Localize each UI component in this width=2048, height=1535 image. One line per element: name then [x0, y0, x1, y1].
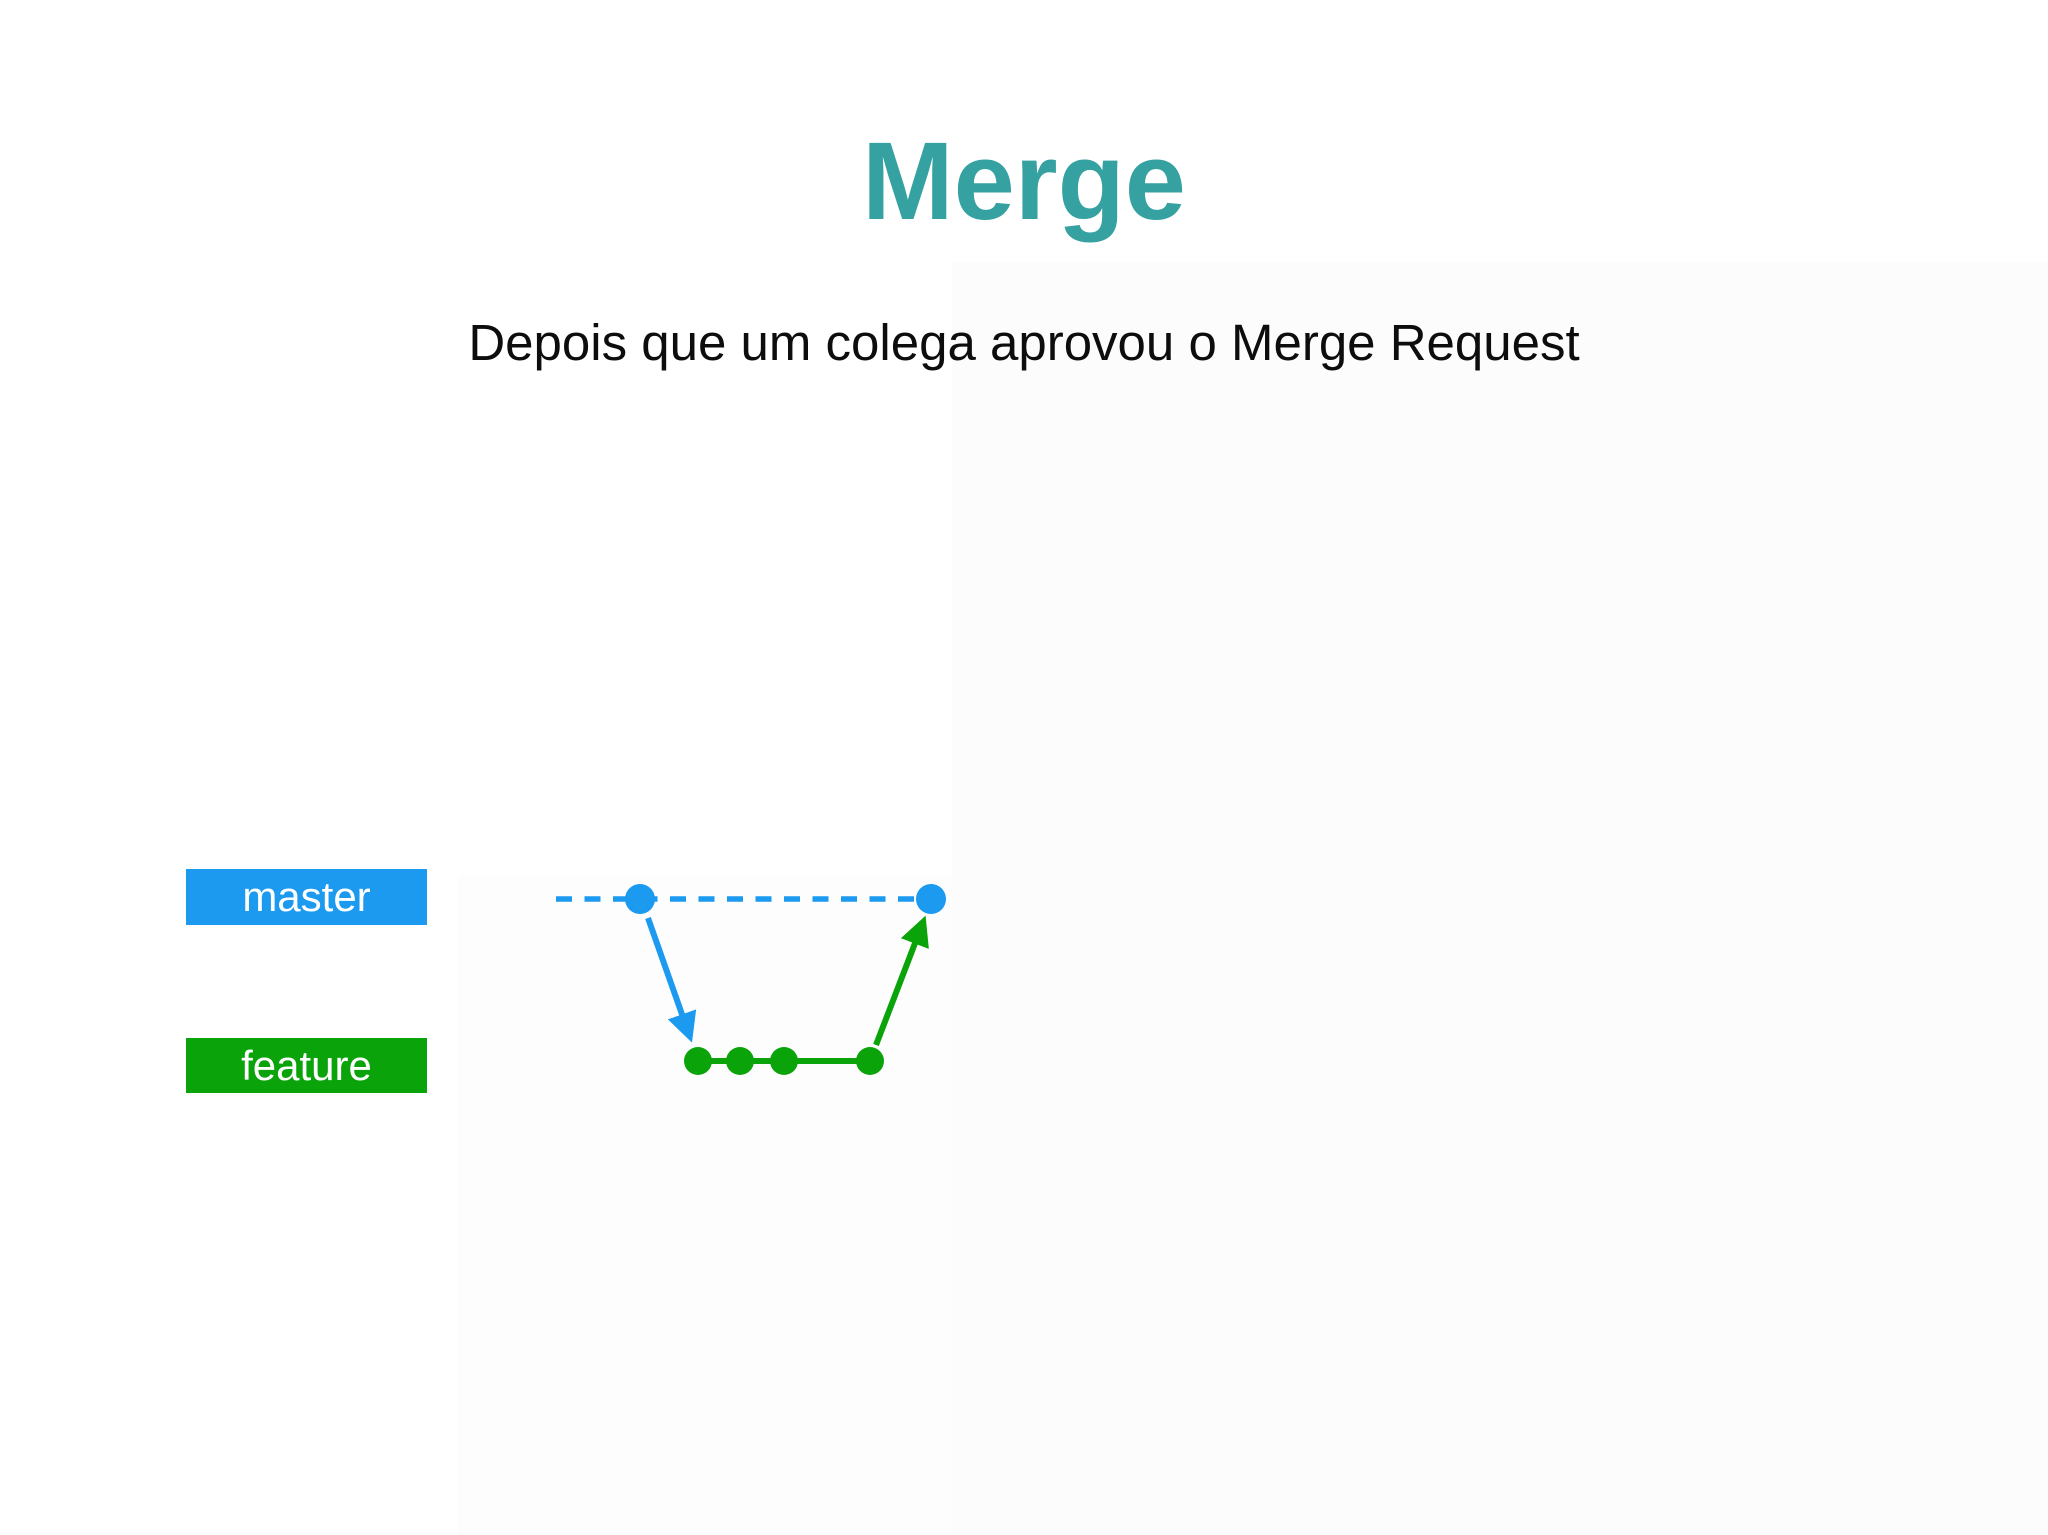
branch-label-master-text: master — [242, 873, 371, 920]
branch-label-feature: feature — [186, 1038, 427, 1093]
commit-dot-feature-4 — [856, 1047, 884, 1075]
branch-label-master: master — [186, 869, 427, 925]
slide-subtitle: Depois que um colega aprovou o Merge Req… — [468, 314, 1580, 371]
commit-dot-master-merge — [916, 884, 946, 914]
commit-dot-master-1 — [625, 884, 655, 914]
branch-off-arrow — [645, 917, 697, 1043]
page-title: Merge — [862, 120, 1186, 243]
commit-dot-feature-1 — [684, 1047, 712, 1075]
merge-arrow — [873, 915, 929, 1047]
branch-label-feature-text: feature — [241, 1041, 372, 1089]
commit-dot-feature-3 — [770, 1047, 798, 1075]
commit-dot-feature-2 — [726, 1047, 754, 1075]
